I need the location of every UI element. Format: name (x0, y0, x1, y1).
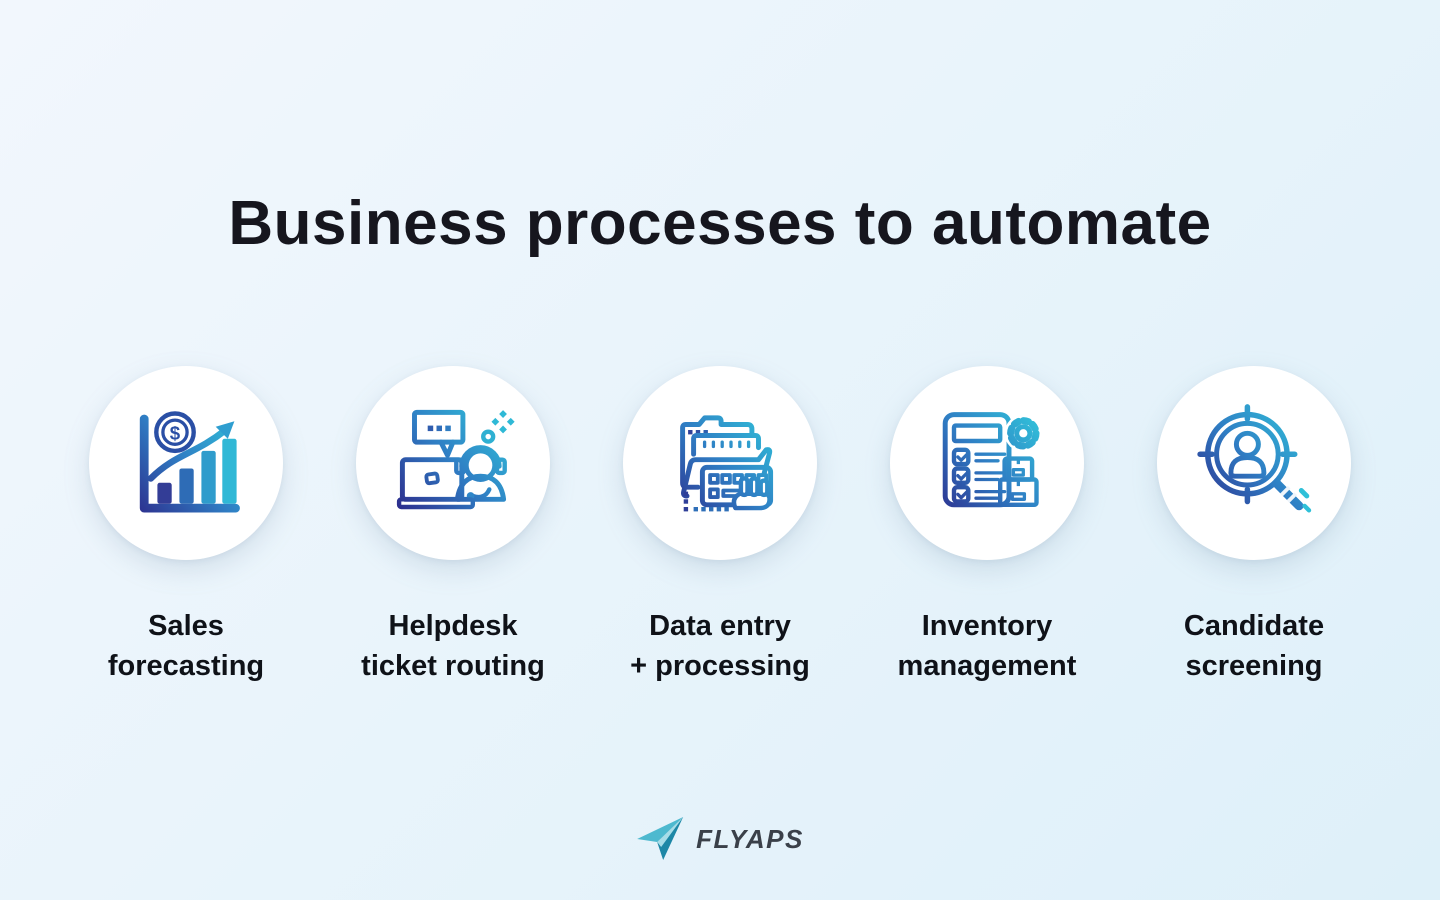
sales-forecasting-icon: $ (139, 411, 240, 513)
candidate-screening-icon (1197, 404, 1312, 513)
icon-circle: $ (89, 366, 283, 560)
inventory-management-icon (942, 412, 1042, 508)
process-card-data-entry-processing: Data entry+ processing (597, 366, 843, 686)
hand-icon (731, 476, 772, 511)
page-title: Business processes to automate (228, 189, 1212, 258)
paper-plane-icon (637, 817, 684, 860)
brand-logo: FLYAPS (636, 816, 804, 862)
icon-circle (1157, 366, 1351, 560)
process-label: Data entry+ processing (630, 610, 810, 682)
icon-circle (356, 366, 550, 560)
icon-circle (623, 366, 817, 560)
icon-circle (890, 366, 1084, 560)
crosshair-ticks (1197, 404, 1298, 505)
helpdesk-ticket-routing-icon (396, 409, 515, 510)
sparkle-icon (491, 410, 515, 434)
dollar-symbol: $ (170, 422, 181, 443)
brand-name: FLYAPS (696, 823, 804, 854)
gear-icon (1004, 414, 1042, 452)
data-entry-processing-icon (680, 415, 774, 512)
boxes-icon (998, 456, 1039, 507)
